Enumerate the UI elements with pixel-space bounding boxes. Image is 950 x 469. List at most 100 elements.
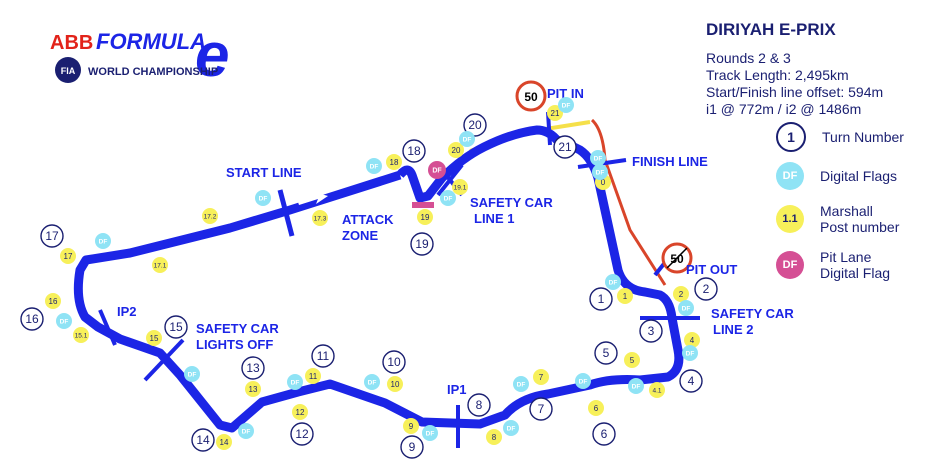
marshal-post-17-1-icon: 17.1 [152, 257, 168, 273]
svg-text:15: 15 [150, 334, 159, 343]
turn-10-icon: 10 [382, 350, 406, 374]
svg-text:15.1: 15.1 [75, 332, 88, 339]
svg-text:17: 17 [45, 229, 59, 243]
turn-15-icon: 15 [164, 315, 188, 339]
event-info: Rounds 2 & 3 Track Length: 2,495km Start… [706, 50, 883, 118]
svg-text:DF: DF [609, 279, 618, 286]
svg-text:5: 5 [603, 346, 610, 360]
digital-flag-9-icon: DF [364, 374, 380, 390]
svg-text:DF: DF [370, 163, 379, 170]
sc-line1-label-1: SAFETY CAR [470, 195, 553, 210]
digital-flag-16-icon: DF [366, 158, 382, 174]
turn-13-icon: 13 [241, 356, 265, 380]
legend-marshal: 1.1 Marshall Post number [776, 203, 899, 235]
turn-2-icon: 2 [694, 277, 718, 301]
turn-7-icon: 7 [529, 397, 553, 421]
svg-text:18: 18 [407, 144, 421, 158]
svg-text:DF: DF [579, 378, 588, 385]
svg-text:17.3: 17.3 [314, 215, 327, 222]
ip1-label: IP1 [447, 382, 467, 397]
turn-16-icon: 16 [20, 307, 44, 331]
svg-text:DF: DF [686, 350, 695, 357]
svg-text:DF: DF [463, 136, 472, 143]
turn-3-icon: 3 [639, 319, 663, 343]
svg-text:13: 13 [246, 361, 260, 375]
digital-flag-20-icon: DF [590, 150, 606, 166]
digital-flag-7-icon: DF [503, 420, 519, 436]
svg-text:16: 16 [25, 312, 39, 326]
svg-text:18: 18 [390, 158, 399, 167]
marshal-post-17-3-icon: 17.3 [312, 210, 328, 226]
svg-text:50: 50 [670, 252, 684, 266]
digital-flag-19-icon: DF [558, 97, 574, 113]
sc-line1-marker-2 [436, 163, 464, 197]
turn-1-icon: 1 [589, 287, 613, 311]
digital-flag-11-icon: DF [238, 423, 254, 439]
digital-flag-10-icon: DF [287, 374, 303, 390]
digital-flag-15-icon: DF [255, 190, 271, 206]
sc-lights-off-marker [143, 338, 185, 382]
svg-text:DF: DF [291, 379, 300, 386]
pit-lane-digital-flag-icon: DF [428, 161, 446, 179]
svg-text:DF: DF [444, 195, 453, 202]
sc-line2-label-1: SAFETY CAR [711, 306, 794, 321]
marshal-post-17-icon: 17 [60, 248, 76, 264]
offset-text: Start/Finish line offset: 594m [706, 84, 884, 100]
legend-marshal-line1: Marshall [820, 203, 873, 219]
svg-text:DF: DF [99, 238, 108, 245]
svg-text:14: 14 [196, 433, 210, 447]
marshal-post-9-icon: 9 [403, 418, 419, 434]
marshal-post-14-icon: 14 [216, 434, 232, 450]
ip2-label: IP2 [117, 304, 137, 319]
turn-14-icon: 14 [191, 428, 215, 452]
svg-text:DF: DF [242, 428, 251, 435]
marshal-post-4-1-icon: 4.1 [649, 382, 665, 398]
svg-text:21: 21 [551, 109, 560, 118]
svg-text:FIA: FIA [61, 66, 76, 76]
digital-flag-4-icon: DF [628, 378, 644, 394]
turn-icon: 1 [776, 122, 806, 152]
event-title: DIRIYAH E-PRIX [706, 20, 836, 39]
svg-text:4.1: 4.1 [652, 387, 661, 394]
pit-in-label: PIT IN [547, 86, 584, 101]
svg-text:50: 50 [524, 90, 538, 104]
marshal-post-12-icon: 12 [292, 404, 308, 420]
legend-marshal-label: Marshall Post number [820, 203, 899, 235]
marshal-post-5-icon: 5 [624, 352, 640, 368]
svg-text:DF: DF [517, 381, 526, 388]
svg-text:FORMULA: FORMULA [96, 29, 206, 54]
svg-text:e: e [195, 21, 229, 90]
intermediates-text: i1 @ 772m / i2 @ 1486m [706, 101, 862, 117]
circuit-track [73, 125, 684, 433]
turn-17-icon: 17 [40, 224, 64, 248]
marshal-post-8-icon: 8 [486, 429, 502, 445]
digital-flag-1-icon: DF [605, 274, 621, 290]
marshal-post-icon: 1.1 [776, 205, 804, 233]
turn-21-icon: 21 [553, 135, 577, 159]
svg-text:8: 8 [476, 398, 483, 412]
svg-text:0: 0 [601, 178, 606, 187]
turn-20-icon: 20 [463, 113, 487, 137]
pit-in-marker [546, 111, 552, 146]
sc-line1-label-2: LINE 1 [474, 211, 514, 226]
svg-text:WORLD CHAMPIONSHIP: WORLD CHAMPIONSHIP [88, 66, 218, 78]
digital-flag-12-icon: DF [184, 366, 200, 382]
marshal-post-13-icon: 13 [245, 381, 261, 397]
svg-text:DF: DF [507, 425, 516, 432]
turn-18-icon: 18 [402, 139, 426, 163]
start-direction-arrow [298, 192, 328, 205]
digital-flag-17-icon: DF [459, 131, 475, 147]
ip2-marker [98, 309, 117, 346]
svg-text:6: 6 [601, 427, 608, 441]
svg-text:DF: DF [432, 167, 442, 174]
turn-8-icon: 8 [467, 393, 491, 417]
svg-text:20: 20 [468, 118, 482, 132]
svg-text:DF: DF [426, 430, 435, 437]
pit-out-speed-limit-end-icon: 50 [661, 242, 693, 274]
pit-flag-pad [412, 202, 434, 208]
marshal-post-1-icon: 1 [617, 288, 633, 304]
digital-flag-3-icon: DF [682, 345, 698, 361]
svg-text:ABB: ABB [50, 32, 93, 54]
svg-text:DF: DF [368, 379, 377, 386]
marshal-post-21-icon: 21 [547, 105, 563, 121]
